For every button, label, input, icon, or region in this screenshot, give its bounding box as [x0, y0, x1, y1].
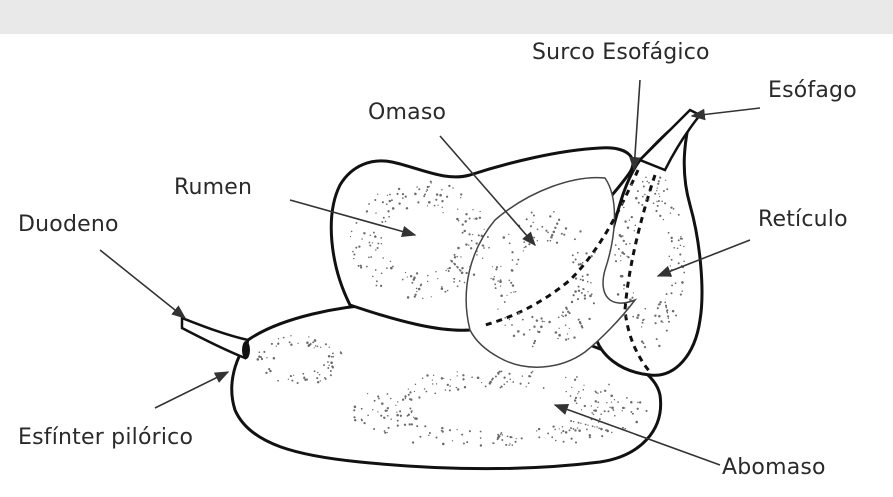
leader-esofago — [692, 108, 760, 116]
leader-esfinter-pilorico — [155, 372, 228, 408]
label-surco-esofagico: Surco Esofágico — [532, 40, 710, 65]
label-duodeno: Duodeno — [18, 212, 119, 237]
leader-duodeno — [100, 250, 185, 318]
pyloric-sphincter-mark — [242, 341, 250, 359]
leader-surco-esofagico — [634, 80, 640, 170]
label-esfinter-pilorico: Esfínter pilórico — [18, 425, 193, 450]
label-rumen: Rumen — [174, 175, 252, 200]
duodeno-shape — [182, 318, 248, 358]
esofago-shape — [640, 110, 700, 170]
label-omaso: Omaso — [368, 100, 446, 125]
label-esofago: Esófago — [768, 78, 857, 103]
label-abomaso: Abomaso — [722, 455, 826, 480]
label-reticulo: Retículo — [758, 207, 848, 232]
